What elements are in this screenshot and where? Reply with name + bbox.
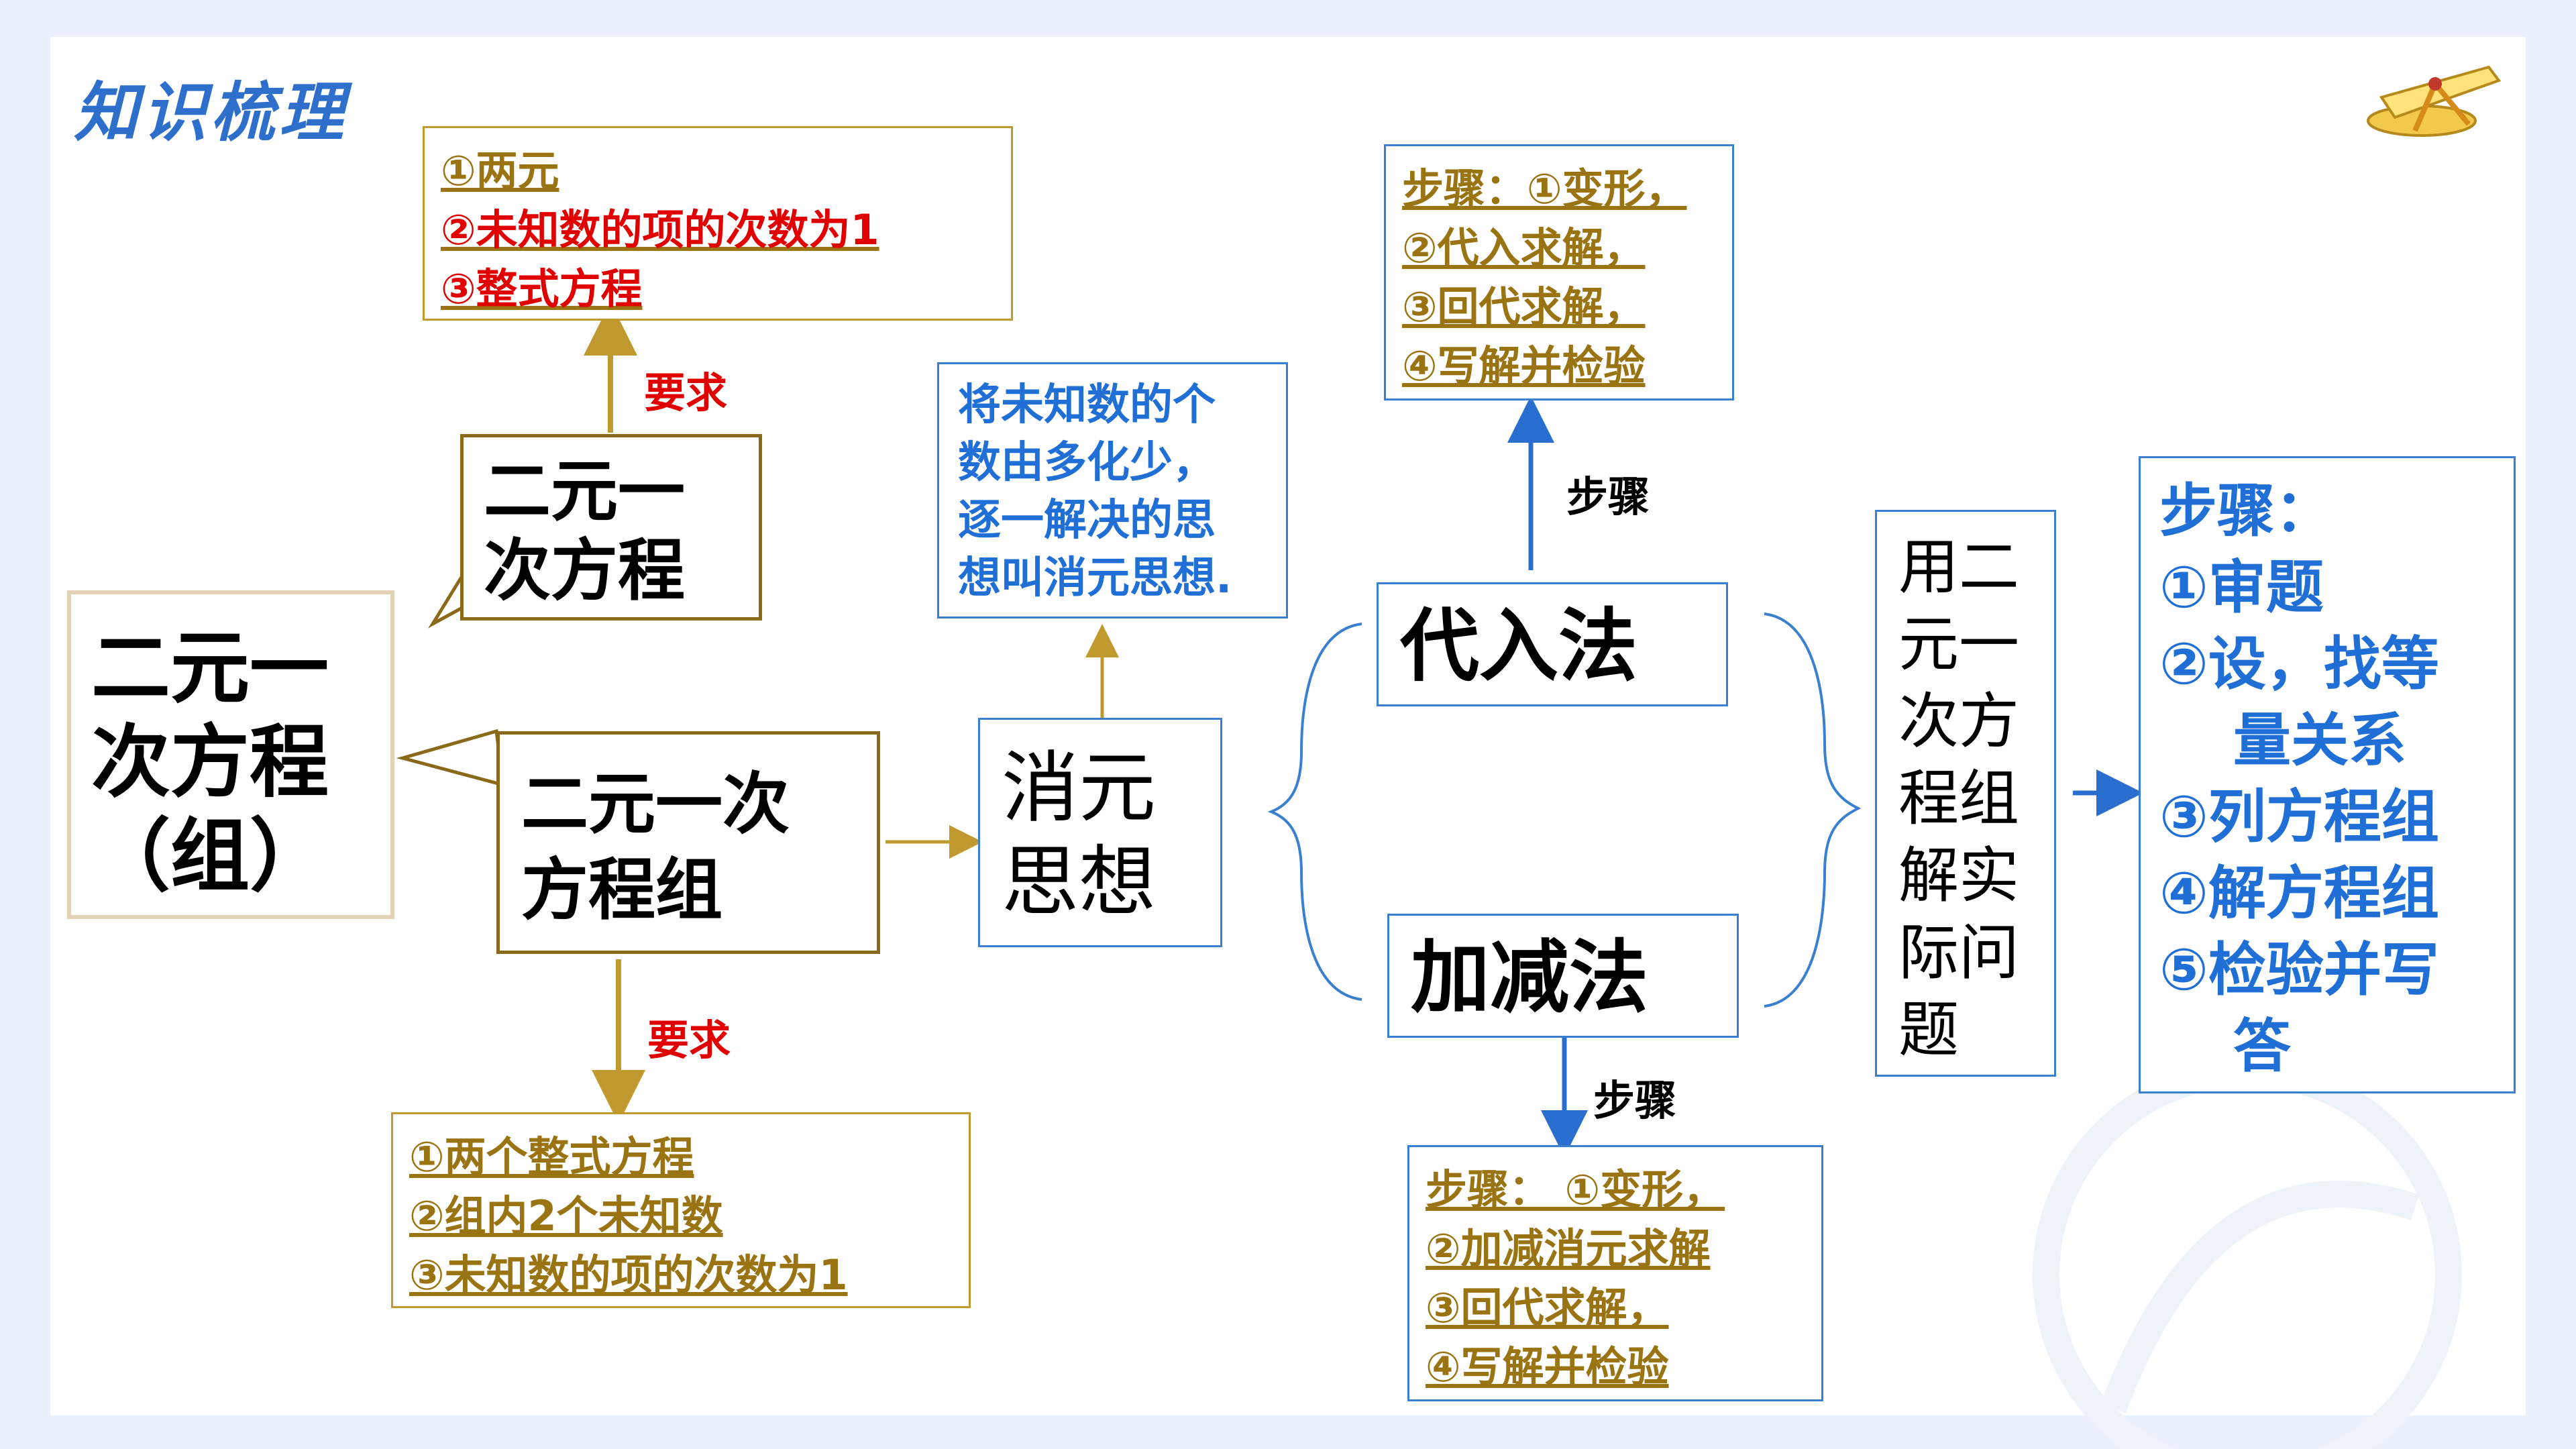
page-title: 知识梳理 bbox=[74, 75, 347, 150]
elimination-note-3: 逐一解决的思 bbox=[958, 496, 1216, 545]
equation-req-label: 要求 bbox=[644, 368, 728, 417]
equation-line2: 次方程 bbox=[484, 531, 685, 610]
substitution-steps: 步骤：①变形， ②代入求解， ③回代求解， ④写解并检验 bbox=[1384, 144, 1734, 400]
system-line1: 二元一次 bbox=[521, 765, 790, 843]
app-step-3: ③列方程组 bbox=[2159, 784, 2439, 851]
equation-req-3: ③整式方程 bbox=[441, 264, 643, 313]
substitution-step-4: ④写解并检验 bbox=[1402, 341, 1646, 390]
addition-label: 加减法 bbox=[1411, 931, 1649, 1024]
system-req-list: ①两个整式方程 ②组内2个未知数 ③未知数的项的次数为1 bbox=[391, 1112, 971, 1308]
substitution-step-label: 步骤 bbox=[1566, 472, 1650, 521]
main-concept-line2: 次方程 bbox=[91, 716, 329, 808]
addition-box: 加减法 bbox=[1387, 914, 1739, 1038]
substitution-box: 代入法 bbox=[1377, 582, 1728, 706]
application-line3: 次方 bbox=[1898, 686, 2019, 757]
addition-step-4: ④写解并检验 bbox=[1426, 1342, 1669, 1391]
application-line2: 元一 bbox=[1898, 609, 2019, 680]
addition-step-label: 步骤 bbox=[1593, 1076, 1677, 1125]
equation-req-1: ①两元 bbox=[441, 146, 559, 195]
main-concept-line1: 二元一 bbox=[91, 622, 329, 714]
application-line6: 际问 bbox=[1898, 918, 2019, 988]
system-req-label: 要求 bbox=[647, 1016, 731, 1065]
substitution-step-2: ②代入求解， bbox=[1402, 223, 1646, 272]
system-line2: 方程组 bbox=[521, 851, 722, 929]
elimination-line2: 思想 bbox=[1002, 837, 1157, 927]
application-line5: 解实 bbox=[1898, 841, 2019, 911]
application-line7: 题 bbox=[1898, 995, 1959, 1065]
system-req-2: ②组内2个未知数 bbox=[409, 1191, 723, 1240]
app-step-2: ②设，找等 bbox=[2159, 631, 2439, 698]
main-concept-box: 二元一 次方程 （组） bbox=[67, 590, 394, 919]
substitution-step-1: 步骤：①变形， bbox=[1402, 164, 1687, 213]
addition-step-2: ②加减消元求解 bbox=[1426, 1224, 1711, 1273]
app-steps-heading: 步骤： bbox=[2159, 478, 2332, 545]
addition-step-1: 步骤： ①变形， bbox=[1426, 1165, 1725, 1214]
equation-req-list: ①两元 ②未知数的项的次数为1 ③整式方程 bbox=[423, 126, 1013, 321]
compass-ruler-icon bbox=[2367, 65, 2502, 137]
app-step-2b: 量关系 bbox=[2233, 707, 2406, 774]
equation-line1: 二元一 bbox=[484, 452, 685, 531]
elimination-box: 消元 思想 bbox=[978, 718, 1222, 947]
equation-req-2: ②未知数的项的次数为1 bbox=[441, 205, 879, 254]
system-box: 二元一次 方程组 bbox=[496, 731, 880, 954]
system-req-3: ③未知数的项的次数为1 bbox=[409, 1250, 848, 1299]
elimination-line1: 消元 bbox=[1002, 743, 1157, 833]
application-line1: 用二 bbox=[1898, 532, 2019, 602]
addition-steps: 步骤： ①变形， ②加减消元求解 ③回代求解， ④写解并检验 bbox=[1407, 1145, 1823, 1401]
system-req-1: ①两个整式方程 bbox=[409, 1132, 694, 1181]
app-step-5: ⑤检验并写 bbox=[2159, 936, 2439, 1004]
application-line4: 程组 bbox=[1898, 763, 2019, 834]
app-step-4: ④解方程组 bbox=[2159, 860, 2439, 927]
elimination-note-2: 数由多化少， bbox=[958, 438, 1216, 488]
equation-box: 二元一 次方程 bbox=[460, 434, 762, 621]
elimination-note-4: 想叫消元思想. bbox=[958, 553, 1232, 603]
elimination-note: 将未知数的个 数由多化少， 逐一解决的思 想叫消元思想. bbox=[937, 362, 1288, 619]
main-concept-line3: （组） bbox=[91, 810, 329, 902]
addition-step-3: ③回代求解， bbox=[1426, 1283, 1669, 1332]
elimination-note-1: 将未知数的个 bbox=[958, 380, 1216, 430]
substitution-label: 代入法 bbox=[1400, 600, 1638, 692]
application-box: 用二 元一 次方 程组 解实 际问 题 bbox=[1875, 510, 2056, 1077]
substitution-step-3: ③回代求解， bbox=[1402, 282, 1646, 331]
app-steps-box: 步骤： ①审题 ②设，找等 量关系 ③列方程组 ④解方程组 ⑤检验并写 答 bbox=[2139, 456, 2516, 1093]
app-step-1: ①审题 bbox=[2159, 554, 2324, 621]
app-step-5b: 答 bbox=[2233, 1013, 2291, 1080]
